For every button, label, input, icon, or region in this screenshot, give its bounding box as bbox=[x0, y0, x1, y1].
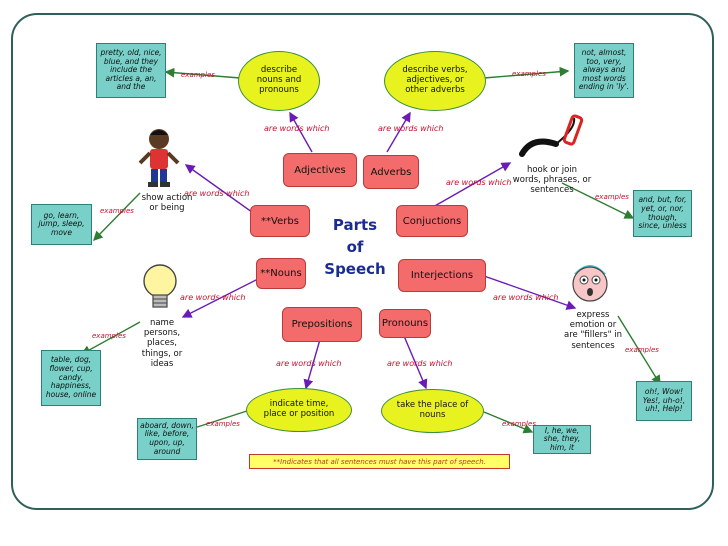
examples-pronouns: I, he, we, she, they, him, it bbox=[533, 425, 591, 454]
link-verbs bbox=[184, 164, 257, 216]
part-nouns: **Nouns bbox=[256, 258, 306, 289]
link-label-verbs: are words which bbox=[184, 189, 250, 198]
link-label-adverbs: are words which bbox=[378, 124, 444, 133]
example-link-verbs bbox=[93, 192, 141, 242]
link-pronouns bbox=[403, 335, 428, 390]
description-conjuctions: hook or join words, phrases, or sentence… bbox=[512, 165, 592, 196]
description-interjections: express emotion or are "fillers" in sent… bbox=[564, 310, 622, 351]
example-link-interjections bbox=[617, 315, 661, 386]
description-prepositions: indicate time, place or position bbox=[246, 388, 352, 432]
part-pronouns: Pronouns bbox=[379, 309, 431, 338]
examples-label-adverbs: examples bbox=[512, 70, 546, 78]
link-label-nouns: are words which bbox=[180, 293, 246, 302]
example-link-pronouns bbox=[483, 411, 534, 434]
link-label-pronouns: are words which bbox=[387, 359, 453, 368]
examples-conjuctions: and, but, for, yet, or, nor, though, sin… bbox=[633, 190, 692, 237]
examples-prepositions: aboard, down, like, before, upon, up, ar… bbox=[137, 418, 197, 460]
title-line-1: Parts bbox=[332, 216, 378, 234]
description-nouns: name persons, places, things, or ideas bbox=[141, 318, 183, 369]
link-label-prepositions: are words which bbox=[276, 359, 342, 368]
person-cartoon-icon bbox=[138, 129, 180, 187]
title-line-3: Speech bbox=[324, 259, 386, 278]
lightbulb-icon bbox=[143, 264, 177, 308]
examples-label-verbs: examples bbox=[100, 207, 134, 215]
title-line-2: of bbox=[346, 237, 364, 256]
shocked-face-icon bbox=[572, 265, 608, 302]
link-label-conjuctions: are words which bbox=[446, 178, 512, 187]
description-pronouns: take the place of nouns bbox=[381, 389, 484, 433]
link-label-interjections: are words which bbox=[493, 293, 559, 302]
examples-nouns: table, dog, flower, cup, candy, happines… bbox=[41, 350, 101, 406]
part-conjuctions: Conjuctions bbox=[396, 205, 468, 237]
link-label-adjectives: are words which bbox=[264, 124, 330, 133]
examples-label-interjections: examples bbox=[625, 346, 659, 354]
example-link-nouns bbox=[80, 321, 141, 355]
diagram-title: Parts of Speech bbox=[315, 215, 395, 290]
part-adverbs: Adverbs bbox=[363, 155, 419, 189]
description-verbs: show action or being bbox=[141, 193, 193, 214]
hook-icon bbox=[519, 114, 584, 157]
description-adverbs: describe verbs, adjectives, or other adv… bbox=[384, 51, 486, 111]
description-adjectives: describe nouns and pronouns bbox=[238, 51, 320, 111]
examples-verbs: go, learn, jump, sleep, move bbox=[31, 204, 92, 245]
examples-label-conjuctions: examples bbox=[595, 193, 629, 201]
link-adverbs bbox=[386, 111, 411, 153]
examples-label-prepositions: examples bbox=[206, 420, 240, 428]
example-link-adjectives bbox=[164, 67, 241, 79]
link-interjections bbox=[483, 275, 577, 310]
examples-label-pronouns: examples bbox=[502, 420, 536, 428]
link-conjuctions bbox=[432, 162, 512, 208]
examples-label-nouns: examples bbox=[92, 332, 126, 340]
part-prepositions: Prepositions bbox=[282, 307, 362, 342]
footnote: **Indicates that all sentences must have… bbox=[249, 454, 510, 469]
examples-label-adjectives: examples bbox=[181, 71, 215, 79]
examples-adverbs: not, almost, too, very, always and most … bbox=[574, 43, 634, 98]
example-link-adverbs bbox=[483, 66, 570, 79]
examples-adjectives: pretty, old, nice, blue, and they includ… bbox=[96, 43, 166, 98]
part-verbs: **Verbs bbox=[250, 205, 310, 237]
examples-interjections: oh!, Wow! Yes!, uh-o!, uh!, Help! bbox=[636, 381, 692, 421]
example-link-prepositions bbox=[186, 409, 251, 433]
example-link-conjuctions bbox=[561, 182, 635, 219]
part-interjections: Interjections bbox=[398, 259, 486, 292]
part-adjectives: Adjectives bbox=[283, 153, 357, 187]
link-nouns bbox=[181, 278, 259, 318]
link-prepositions bbox=[303, 335, 322, 390]
link-adjectives bbox=[289, 111, 313, 153]
